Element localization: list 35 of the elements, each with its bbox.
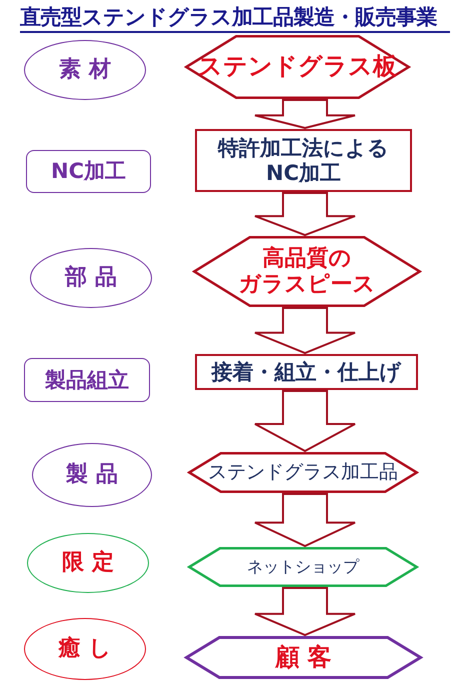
block-arrow xyxy=(254,99,356,130)
block-arrow xyxy=(254,390,356,452)
stage-label: 部 品 xyxy=(65,265,117,291)
stage-ellipse xyxy=(24,618,146,680)
step-label: 顧 客 xyxy=(275,644,332,672)
step-label: ネットショップ xyxy=(247,558,359,576)
stage-label: 限 定 xyxy=(62,550,114,576)
hexagon-box xyxy=(185,35,410,99)
stage-box xyxy=(26,150,151,193)
hexagon-box xyxy=(193,236,421,307)
stage-label: NC加工 xyxy=(51,159,126,184)
block-arrow xyxy=(254,192,356,236)
hexagon-box xyxy=(185,636,422,679)
hexagon-box xyxy=(188,452,418,493)
block-arrow xyxy=(254,307,356,354)
process-box xyxy=(195,354,418,390)
stage-label: 素 材 xyxy=(59,57,111,83)
stage-label: 製 品 xyxy=(66,462,118,488)
stage-ellipse xyxy=(27,533,149,593)
step-label: ステンドグラス加工品 xyxy=(208,462,398,484)
block-arrow xyxy=(254,493,356,548)
step-label: ステンドグラス板 xyxy=(198,53,397,81)
stage-label: 癒 し xyxy=(58,636,112,662)
step-label: 高品質のガラスピース xyxy=(238,246,376,297)
step-label: 接着・組立・仕上げ xyxy=(212,360,402,384)
stage-ellipse xyxy=(32,443,152,507)
stage-ellipse xyxy=(30,248,152,308)
title: 直売型ステンドグラス加工品製造・販売事業 xyxy=(20,3,450,33)
hexagon-box xyxy=(188,547,418,587)
step-label: 特許加工法によるNC加工 xyxy=(216,136,390,185)
block-arrow xyxy=(254,587,356,636)
process-box xyxy=(195,129,412,192)
stage-label: 製品組立 xyxy=(45,368,129,392)
stage-ellipse xyxy=(24,40,146,100)
stage-box xyxy=(24,358,150,402)
